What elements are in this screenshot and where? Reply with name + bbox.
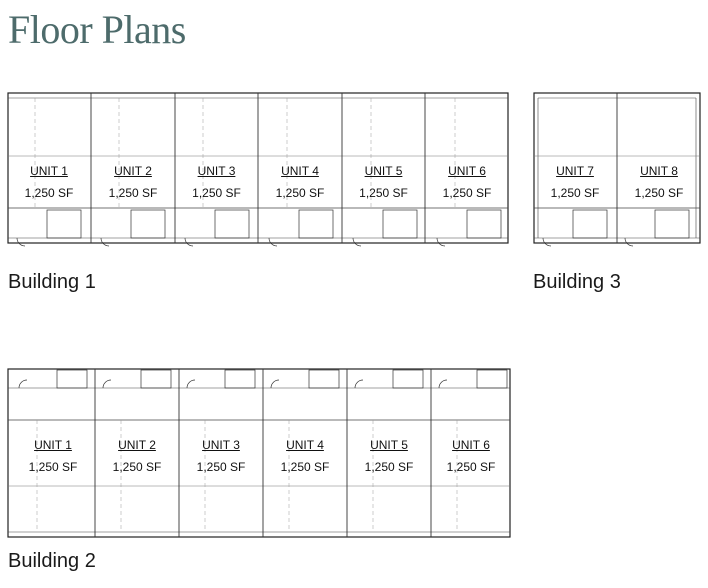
unit-area: 1,250 SF bbox=[280, 460, 330, 474]
building-2-plan-drawing bbox=[7, 368, 511, 538]
building-1-plan-drawing bbox=[7, 92, 509, 247]
unit-area: 1,250 SF bbox=[28, 460, 78, 474]
unit-area: 1,250 SF bbox=[359, 186, 408, 200]
building-1-unit-4: UNIT 4 1,250 SF bbox=[258, 164, 342, 200]
unit-area: 1,250 SF bbox=[108, 186, 158, 200]
building-1-unit-6: UNIT 6 1,250 SF bbox=[425, 164, 509, 200]
building-2-label: Building 2 bbox=[8, 550, 96, 572]
building-1-unit-3: UNIT 3 1,250 SF bbox=[175, 164, 258, 200]
building-3-unit-8: UNIT 8 1,250 SF bbox=[617, 164, 701, 200]
unit-name: UNIT 4 bbox=[281, 164, 319, 178]
building-3-plan-drawing bbox=[533, 92, 701, 247]
building-1-label: Building 1 bbox=[8, 271, 96, 293]
unit-name: UNIT 7 bbox=[556, 164, 594, 178]
unit-name: UNIT 8 bbox=[640, 164, 678, 178]
building-1-unit-5: UNIT 5 1,250 SF bbox=[342, 164, 425, 200]
building-1-unit-2: UNIT 2 1,250 SF bbox=[91, 164, 175, 200]
unit-area: 1,250 SF bbox=[24, 186, 74, 200]
building-2-unit-2: UNIT 2 1,250 SF bbox=[95, 438, 179, 474]
building-3-floor-plan: UNIT 7 1,250 SF UNIT 8 1,250 SF bbox=[533, 92, 703, 260]
page-title: Floor Plans bbox=[8, 7, 186, 52]
building-3-label: Building 3 bbox=[533, 271, 621, 293]
unit-area: 1,250 SF bbox=[192, 186, 241, 200]
unit-name: UNIT 3 bbox=[197, 164, 236, 178]
unit-name: UNIT 3 bbox=[202, 438, 240, 452]
building-2-unit-4: UNIT 4 1,250 SF bbox=[263, 438, 347, 474]
unit-name: UNIT 6 bbox=[448, 164, 486, 178]
building-2-floor-plan: UNIT 1 1,250 SF UNIT 2 1,250 SF UNIT 3 1,25… bbox=[7, 368, 513, 540]
unit-name: UNIT 5 bbox=[370, 438, 408, 452]
unit-name: UNIT 1 bbox=[30, 164, 68, 178]
unit-area: 1,250 SF bbox=[275, 186, 325, 200]
unit-name: UNIT 2 bbox=[118, 438, 156, 452]
building-2-unit-3: UNIT 3 1,250 SF bbox=[179, 438, 263, 474]
unit-name: UNIT 4 bbox=[286, 438, 324, 452]
unit-name: UNIT 5 bbox=[364, 164, 403, 178]
building-2-unit-5: UNIT 5 1,250 SF bbox=[347, 438, 431, 474]
building-3-unit-7: UNIT 7 1,250 SF bbox=[533, 164, 617, 200]
unit-area: 1,250 SF bbox=[446, 460, 496, 474]
unit-area: 1,250 SF bbox=[442, 186, 492, 200]
building-2-unit-6: UNIT 6 1,250 SF bbox=[431, 438, 511, 474]
unit-name: UNIT 6 bbox=[452, 438, 490, 452]
unit-area: 1,250 SF bbox=[112, 460, 162, 474]
unit-name: UNIT 1 bbox=[34, 438, 72, 452]
unit-area: 1,250 SF bbox=[634, 186, 684, 200]
unit-name: UNIT 2 bbox=[114, 164, 152, 178]
building-1-unit-1: UNIT 1 1,250 SF bbox=[7, 164, 91, 200]
building-1-floor-plan: UNIT 1 1,250 SF UNIT 2 1,250 SF UNIT 3 1,25… bbox=[7, 92, 509, 260]
unit-area: 1,250 SF bbox=[364, 460, 414, 474]
unit-area: 1,250 SF bbox=[550, 186, 600, 200]
unit-area: 1,250 SF bbox=[196, 460, 246, 474]
building-2-unit-1: UNIT 1 1,250 SF bbox=[11, 438, 95, 474]
